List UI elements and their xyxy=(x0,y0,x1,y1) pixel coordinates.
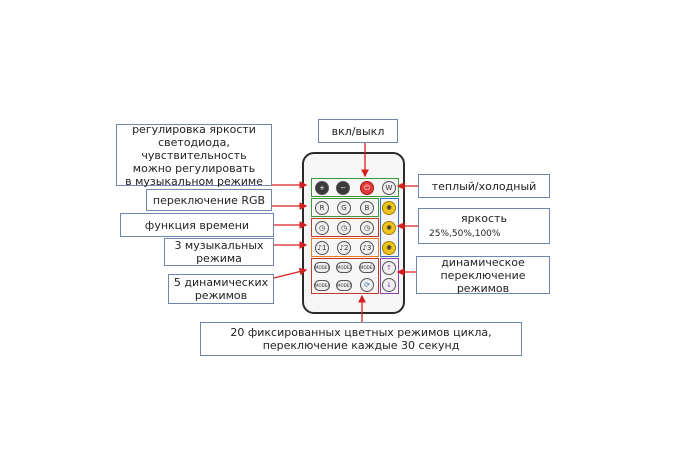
label-line: 3 музыкальных xyxy=(174,239,264,252)
label-line: переключение RGB xyxy=(152,193,266,207)
blue-button[interactable]: B xyxy=(360,201,374,215)
label-time-function: функция времени xyxy=(120,213,274,237)
label-line: теплый/холодный xyxy=(431,179,537,193)
bulb-icon: ✺ xyxy=(386,204,392,212)
timer-button-3[interactable]: ◷ xyxy=(360,221,374,235)
cycle-button[interactable]: ⟳ xyxy=(360,278,374,292)
label-line: регулировка яркости xyxy=(132,122,256,136)
label-dynamic-switch: динамическое переключение режимов xyxy=(416,255,550,295)
label-line: переключение xyxy=(440,268,526,282)
label-line: вкл/выкл xyxy=(331,124,385,138)
music-mode-2-button[interactable]: ♪2 xyxy=(337,241,351,255)
music-mode-1-button[interactable]: ♪1 xyxy=(315,241,329,255)
green-button[interactable]: G xyxy=(337,201,351,215)
mode-1-button[interactable]: MODE1 xyxy=(314,262,330,273)
power-button[interactable]: ⏻ xyxy=(360,181,374,195)
music-mode-3-button[interactable]: ♪3 xyxy=(360,241,374,255)
label-brightness-led: регулировка яркости светодиода, чувствит… xyxy=(116,122,272,188)
label-line: 20 фиксированных цветных режимов цикла, xyxy=(230,326,492,339)
label-line: динамическое xyxy=(441,255,525,269)
arrow-up-icon: ↑ xyxy=(386,264,392,272)
label-brightness: яркость 25%,50%,100% xyxy=(418,208,550,244)
label-music-modes: 3 музыкальных режима xyxy=(164,238,274,266)
label-line: можно регулировать xyxy=(132,161,256,175)
bulb-icon: ✺ xyxy=(386,244,392,252)
label-line: режимов xyxy=(456,281,510,295)
label-rgb-switch: переключение RGB xyxy=(146,189,272,211)
label-line: режима xyxy=(196,252,242,265)
group-music-row xyxy=(311,238,379,257)
brightness-100-button[interactable]: ✺ xyxy=(382,241,396,255)
label-dynamic-modes: 5 динамических режимов xyxy=(168,274,274,304)
brightness-down-button[interactable]: − xyxy=(336,181,350,195)
label-line: функция времени xyxy=(144,218,250,232)
brightness-values: 25%,50%,100% xyxy=(429,228,501,239)
cycle-icon: ⟳ xyxy=(364,281,370,289)
red-button[interactable]: R xyxy=(315,201,329,215)
brightness-up-button[interactable]: + xyxy=(315,181,329,195)
label-fixed-modes: 20 фиксированных цветных режимов цикла, … xyxy=(200,322,522,356)
label-warm-cold: теплый/холодный xyxy=(418,174,550,198)
label-line: яркость xyxy=(461,211,507,225)
group-rgb-row xyxy=(311,198,379,217)
speed-down-button[interactable]: ↓ xyxy=(382,278,396,292)
timer-button-2[interactable]: ◷ xyxy=(337,221,351,235)
remote-control: + − ⏻ W R G B ✺ ◷ ◷ ◷ ✺ ♪1 ♪2 ♪3 ✺ MODE1… xyxy=(302,152,405,314)
label-line: светодиода, чувствительность xyxy=(141,135,247,162)
label-line: 5 динамических xyxy=(173,276,269,289)
mode-5-button[interactable]: MODE5 xyxy=(336,280,352,291)
clock-icon: ◷ xyxy=(363,224,371,232)
label-on-off: вкл/выкл xyxy=(318,119,398,143)
mode-3-button[interactable]: MODE3 xyxy=(359,262,375,273)
label-line: режимов xyxy=(194,289,248,302)
speed-up-button[interactable]: ↑ xyxy=(382,261,396,275)
brightness-50-button[interactable]: ✺ xyxy=(382,221,396,235)
timer-button-1[interactable]: ◷ xyxy=(315,221,329,235)
group-mode-rows xyxy=(311,258,379,294)
label-line: в музыкальном режиме xyxy=(125,174,263,188)
group-time-row xyxy=(311,218,379,237)
warm-white-button[interactable]: W xyxy=(382,181,396,195)
brightness-25-button[interactable]: ✺ xyxy=(382,201,396,215)
mode-4-button[interactable]: MODE4 xyxy=(314,280,330,291)
clock-icon: ◷ xyxy=(318,224,326,232)
mode-2-button[interactable]: MODE2 xyxy=(336,262,352,273)
label-line: переключение каждые 30 секунд xyxy=(262,339,460,352)
bulb-icon: ✺ xyxy=(386,224,392,232)
group-dynamic-col xyxy=(380,258,399,294)
arrow-dynamic xyxy=(273,267,308,279)
arrow-down-icon: ↓ xyxy=(386,281,392,289)
clock-icon: ◷ xyxy=(340,224,348,232)
